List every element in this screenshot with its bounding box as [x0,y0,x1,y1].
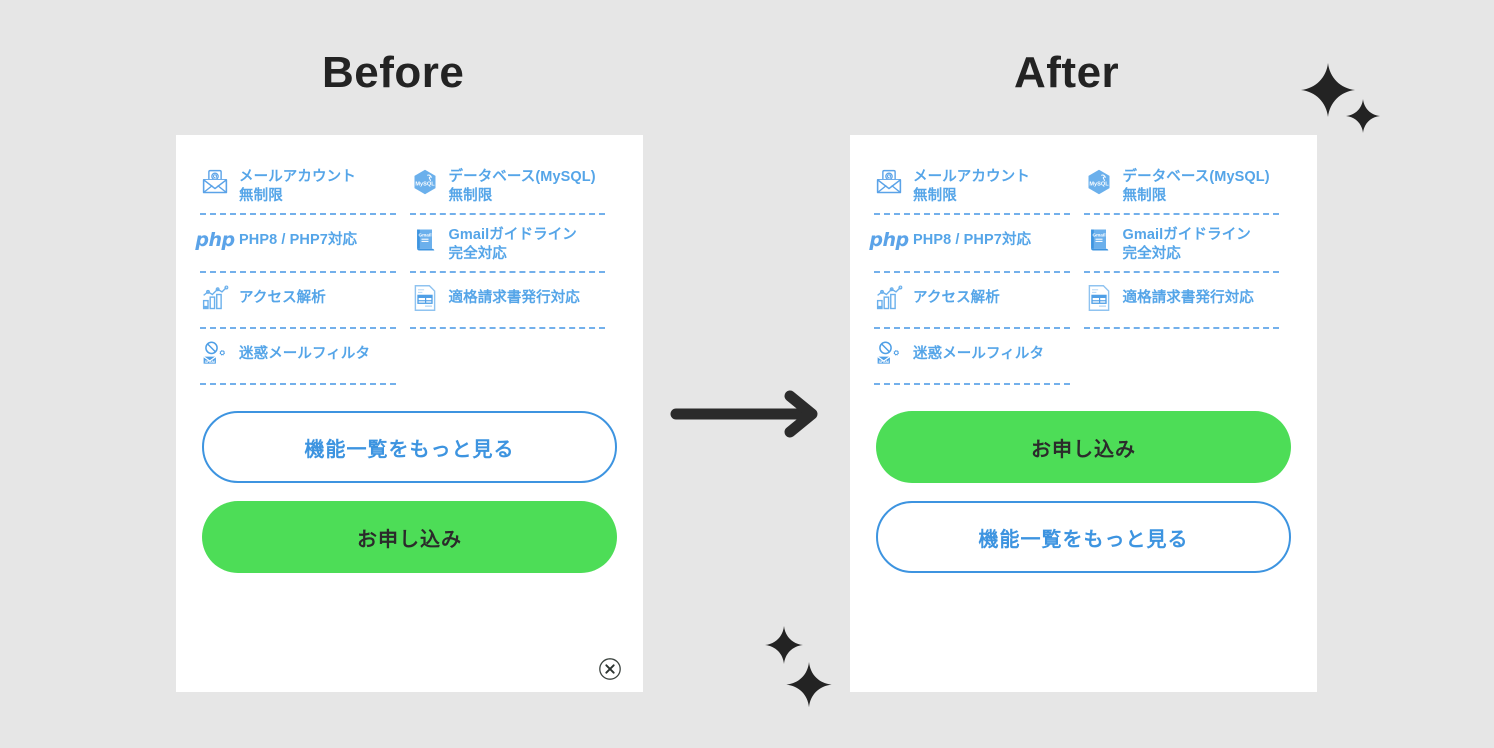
more-features-button[interactable]: 機能一覧をもっと見る [202,411,617,484]
feature-label: データベース(MySQL)無制限 [1122,169,1270,204]
svg-text:Gmail: Gmail [1092,233,1105,239]
feature-row: php PHP8 / PHP7対応 Gmail [869,215,1294,274]
sparkle-icon [764,625,804,670]
feature-item-email-account[interactable]: メールアカウント無制限 [200,157,410,216]
feature-label: 適格請求書発行対応 [448,290,580,307]
feature-row: SPAM 迷惑メールフィルタ [874,329,1294,386]
feature-row: php PHP8 / PHP7対応 Gmail [195,215,620,274]
after-panel: メールアカウント無制限 MySQL データベース(MySQL)無制限 [850,135,1317,692]
feature-item-php[interactable]: php PHP8 / PHP7対応 [869,215,1084,274]
sparkle-icon [1300,62,1356,123]
feature-item-gmail-guideline[interactable]: Gmail Gmailガイドライン完全対応 [1083,215,1294,274]
feature-item-access-analytics[interactable]: アクセス解析 [200,273,410,330]
sparkle-icon [785,661,833,714]
before-panel: メールアカウント無制限 MySQL データベース(MySQL)無制限 [176,135,643,692]
feature-label: アクセス解析 [913,290,1000,307]
spam-mail-filter-icon: SPAM [874,339,904,369]
after-panel-actions: お申し込み 機能一覧をもっと見る [850,411,1317,574]
feature-item-spam-filter[interactable]: SPAM 迷惑メールフィルタ [874,329,1084,386]
feature-label: PHP8 / PHP7対応 [239,232,358,249]
more-features-button[interactable]: 機能一覧をもっと見る [876,501,1291,574]
feature-item-placeholder [1084,329,1294,385]
feature-label: 適格請求書発行対応 [1122,290,1254,307]
feature-label: Gmailガイドライン完全対応 [1122,227,1251,262]
php-wordmark-icon: php [869,229,909,252]
access-analytics-chart-icon [874,283,904,313]
feature-label: PHP8 / PHP7対応 [913,232,1032,249]
svg-text:Gmail: Gmail [418,233,431,239]
gmail-book-icon: Gmail [410,225,440,255]
sparkle-icon [1345,98,1381,139]
apply-button[interactable]: お申し込み [202,501,617,574]
feature-label: メールアカウント無制限 [913,169,1030,204]
before-panel-actions: 機能一覧をもっと見る お申し込み [176,411,643,574]
email-envelope-icon [200,167,230,197]
invoice-document-icon [1084,283,1114,313]
svg-text:MySQL: MySQL [415,182,435,188]
feature-label: 迷惑メールフィルタ [913,346,1045,363]
feature-label: メールアカウント無制限 [239,169,356,204]
feature-list-before: メールアカウント無制限 MySQL データベース(MySQL)無制限 [176,135,643,386]
svg-text:MySQL: MySQL [1089,182,1109,188]
feature-item-database[interactable]: MySQL データベース(MySQL)無制限 [1083,157,1294,216]
gmail-book-icon: Gmail [1084,225,1114,255]
feature-row: アクセス解析 [874,273,1294,330]
feature-item-gmail-guideline[interactable]: Gmail Gmailガイドライン完全対応 [409,215,620,274]
feature-item-spam-filter[interactable]: SPAM 迷惑メールフィルタ [200,329,410,386]
feature-row: アクセス解析 [200,273,620,330]
feature-row: SPAM 迷惑メールフィルタ [200,329,620,386]
invoice-document-icon [410,283,440,313]
feature-item-php[interactable]: php PHP8 / PHP7対応 [195,215,410,274]
spam-mail-filter-icon: SPAM [200,339,230,369]
feature-label: 迷惑メールフィルタ [239,346,371,363]
feature-row: メールアカウント無制限 MySQL データベース(MySQL)無制限 [200,157,620,216]
feature-item-access-analytics[interactable]: アクセス解析 [874,273,1084,330]
svg-text:SPAM: SPAM [879,360,889,364]
feature-item-email-account[interactable]: メールアカウント無制限 [874,157,1084,216]
feature-label: Gmailガイドライン完全対応 [448,227,577,262]
feature-item-database[interactable]: MySQL データベース(MySQL)無制限 [409,157,620,216]
right-arrow-icon [670,390,822,443]
page-title-before: Before [322,48,465,97]
feature-label: アクセス解析 [239,290,326,307]
apply-button[interactable]: お申し込み [876,411,1291,484]
svg-text:SPAM: SPAM [205,360,215,364]
feature-item-invoice[interactable]: 適格請求書発行対応 [409,273,620,330]
feature-list-after: メールアカウント無制限 MySQL データベース(MySQL)無制限 [850,135,1317,386]
feature-row: メールアカウント無制限 MySQL データベース(MySQL)無制限 [874,157,1294,216]
email-envelope-icon [874,167,904,197]
mysql-hexagon-icon: MySQL [1084,167,1114,197]
access-analytics-chart-icon [200,283,230,313]
feature-item-invoice[interactable]: 適格請求書発行対応 [1083,273,1294,330]
php-wordmark-icon: php [195,229,235,252]
mysql-hexagon-icon: MySQL [410,167,440,197]
feature-item-placeholder [410,329,620,385]
feature-label: データベース(MySQL)無制限 [448,169,596,204]
page-title-after: After [1014,48,1120,97]
close-circle-icon[interactable] [598,657,622,681]
